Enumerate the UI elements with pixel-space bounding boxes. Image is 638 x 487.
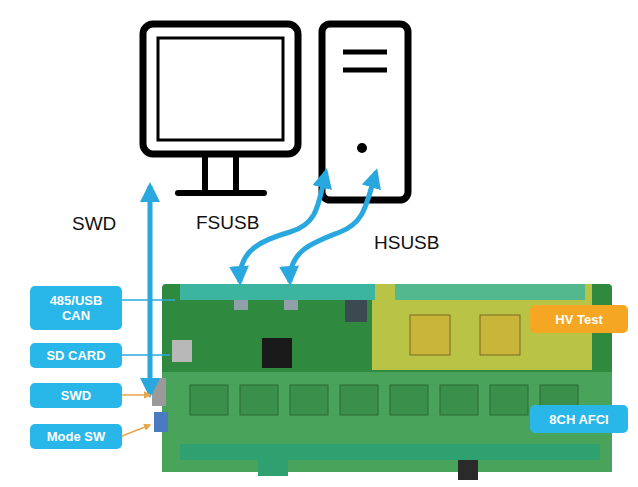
afci-channel <box>390 385 428 415</box>
terminal-block <box>180 444 600 460</box>
afci-channel <box>240 385 278 415</box>
leader-line <box>122 299 175 301</box>
link-label: SWD <box>72 213 116 235</box>
tower-slot <box>343 50 387 55</box>
tag-text: 485/USB CAN <box>34 293 118 323</box>
tag-box: HV Test <box>530 305 628 333</box>
usb-port <box>234 300 248 310</box>
mode-switch <box>154 412 168 432</box>
terminal-block <box>395 284 585 300</box>
tag-box: SWD <box>30 383 122 408</box>
swd-header <box>152 378 166 406</box>
tag-box: 485/USB CAN <box>30 286 122 330</box>
link-label: HSUSB <box>374 232 439 254</box>
tag-text: HV Test <box>555 312 602 327</box>
hsusb-link <box>290 172 376 282</box>
afci-channel <box>290 385 328 415</box>
afci-channel <box>190 385 228 415</box>
tag-text: SD CARD <box>46 348 105 363</box>
usb-port <box>284 300 298 310</box>
swd-link <box>148 186 153 394</box>
terminal-block <box>258 460 288 476</box>
wifi-module <box>345 300 367 322</box>
cable <box>458 460 478 480</box>
monitor-inner <box>158 38 283 140</box>
leader-line <box>122 394 150 396</box>
leader-line <box>122 354 170 356</box>
tag-box: 8CH AFCI <box>530 405 628 433</box>
afci-channels <box>190 385 578 415</box>
tag-text: SWD <box>61 388 91 403</box>
mcu-chip <box>262 338 292 368</box>
monitor-stand <box>202 154 208 190</box>
tag-text: 8CH AFCI <box>549 412 608 427</box>
tag-box: Mode SW <box>30 424 122 449</box>
monitor-base <box>178 190 264 196</box>
monitor-stand <box>233 154 239 190</box>
tower-slot <box>343 68 387 73</box>
afci-channel <box>490 385 528 415</box>
tag-box: SD CARD <box>30 343 122 368</box>
hv-module <box>410 315 450 355</box>
tag-text: Mode SW <box>47 429 106 444</box>
monitor-screen <box>143 24 298 154</box>
sd-slot <box>172 340 192 362</box>
power-button <box>357 143 367 153</box>
hv-module <box>480 315 520 355</box>
pc-tower <box>322 24 408 200</box>
afci-channel <box>340 385 378 415</box>
link-label: FSUSB <box>196 212 259 234</box>
leader-line <box>122 425 150 436</box>
afci-channel <box>440 385 478 415</box>
terminal-block <box>180 284 375 300</box>
